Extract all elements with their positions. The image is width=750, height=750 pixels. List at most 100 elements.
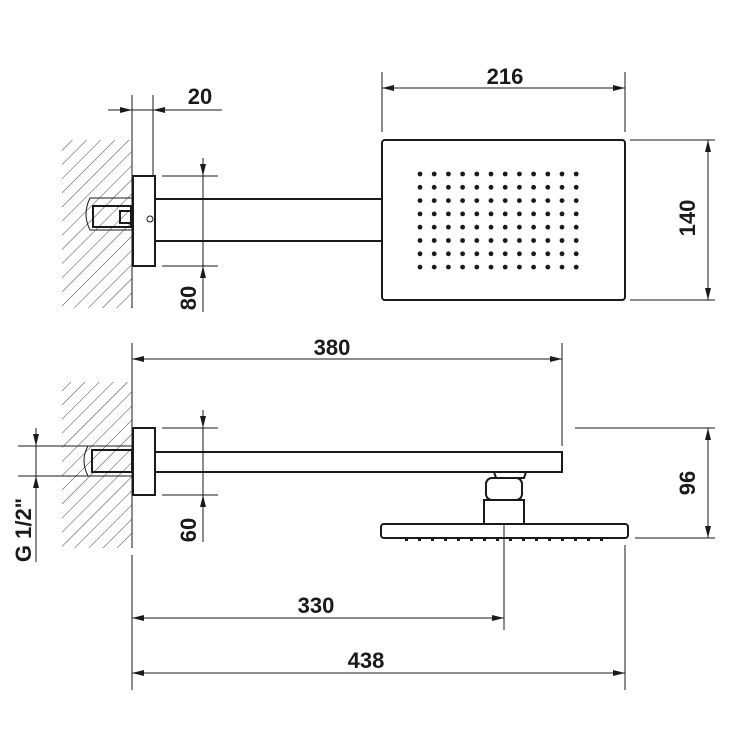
nozzle-dot	[573, 251, 579, 257]
nozzle-tip	[548, 538, 551, 541]
ball-joint	[492, 471, 528, 479]
nozzle-dot	[488, 224, 494, 230]
nozzle-tip	[496, 538, 499, 541]
nozzle-tip	[444, 538, 447, 541]
nozzle-dot	[545, 211, 551, 217]
nozzle-dot	[446, 264, 451, 270]
nozzle-tip	[509, 538, 512, 541]
arrow-head	[132, 615, 144, 621]
nozzle-dot	[531, 184, 536, 190]
nozzle-dot	[559, 211, 565, 217]
arrow-head	[492, 615, 504, 621]
nozzle-dot	[431, 198, 437, 204]
nozzle-dot	[559, 184, 565, 190]
dim-overall-length: 438	[348, 648, 385, 673]
nozzle-tip	[483, 538, 486, 541]
nozzle-tip	[600, 538, 603, 541]
nozzle-dot	[417, 198, 423, 204]
nozzle-dot	[474, 264, 480, 270]
nozzle-dot	[417, 251, 423, 257]
nozzle-tip	[574, 538, 577, 541]
nozzle-dot	[545, 264, 551, 270]
arrow-head	[120, 107, 132, 113]
nozzle-dot	[531, 264, 536, 270]
nozzle-dot	[446, 184, 451, 190]
nozzle-dot	[517, 211, 522, 217]
nozzle-dot	[488, 198, 494, 204]
nozzle-dot	[531, 171, 536, 177]
nozzle-tip	[535, 538, 538, 541]
arrow-head	[382, 85, 394, 91]
nozzle-dot	[417, 211, 423, 217]
nozzle-dot	[573, 211, 579, 217]
dim-drop-height: 96	[675, 471, 700, 495]
nozzle-dot	[460, 184, 465, 190]
dim-flange-height-side: 60	[176, 518, 201, 542]
nozzle-dot	[488, 211, 494, 217]
connector-recess-top	[85, 197, 132, 231]
nozzle-dot	[502, 224, 508, 230]
nozzle-dot	[446, 211, 451, 217]
nozzle-dot	[431, 224, 437, 230]
dim-head-center: 330	[298, 593, 335, 618]
nozzle-dot	[502, 184, 508, 190]
nozzle-dot	[545, 251, 551, 257]
nozzle-tip	[522, 538, 525, 541]
nozzle-dot	[502, 198, 508, 204]
nozzle-dot	[502, 211, 508, 217]
arrow-head	[153, 107, 165, 113]
nozzle-dot	[502, 238, 508, 243]
nozzle-tip	[405, 538, 408, 541]
nozzle-dot	[531, 251, 536, 257]
nozzle-dot	[431, 251, 437, 257]
nozzle-dot	[488, 264, 494, 270]
nozzle-dot	[531, 238, 536, 243]
nozzle-dot	[502, 171, 508, 177]
nozzle-dot	[460, 198, 465, 204]
nozzle-dot	[474, 184, 480, 190]
wall-section-side	[62, 382, 132, 548]
dim-thread-size: G 1/2"	[11, 498, 36, 562]
nozzle-tip	[561, 538, 564, 541]
nozzle-dot	[460, 238, 465, 243]
nozzle-dot	[517, 184, 522, 190]
nozzle-dot	[573, 198, 579, 204]
joint-housing	[485, 477, 523, 501]
nozzle-dot	[431, 171, 437, 177]
nozzle-dot	[517, 198, 522, 204]
nozzle-dot	[488, 171, 494, 177]
nozzle-dot	[446, 251, 451, 257]
nozzle-dot	[446, 238, 451, 243]
side-view: 380 96 60 G 1/2" 330 438	[11, 335, 715, 690]
arrow-head	[132, 356, 144, 362]
nozzle-dot	[531, 224, 536, 230]
nozzle-dot	[417, 264, 423, 270]
nozzle-dot	[460, 251, 465, 257]
wall-flange-side	[132, 427, 156, 496]
nozzle-dot	[474, 251, 480, 257]
arrow-head	[613, 670, 625, 676]
nozzle-dot	[545, 184, 551, 190]
arm-side	[154, 451, 563, 473]
nozzle-dot	[531, 211, 536, 217]
nozzle-dot	[559, 171, 565, 177]
nozzle-dot	[488, 238, 494, 243]
nozzle-dot	[545, 238, 551, 243]
arrow-head	[33, 476, 39, 488]
nozzle-dot	[545, 198, 551, 204]
nozzle-dot	[431, 264, 437, 270]
nozzle-dot	[417, 224, 423, 230]
nozzle-dot	[517, 171, 522, 177]
arrow-head	[200, 416, 206, 428]
nozzle-dot	[417, 171, 423, 177]
nozzle-dot	[502, 251, 508, 257]
nozzle-dot	[573, 184, 579, 190]
shower-head-panel	[381, 139, 626, 301]
nozzle-dot	[460, 211, 465, 217]
dim-arm-length: 380	[314, 335, 351, 360]
arrow-head	[705, 288, 711, 300]
nozzle-dot	[460, 171, 465, 177]
nozzle-tip	[431, 538, 434, 541]
nozzle-dot	[559, 224, 565, 230]
